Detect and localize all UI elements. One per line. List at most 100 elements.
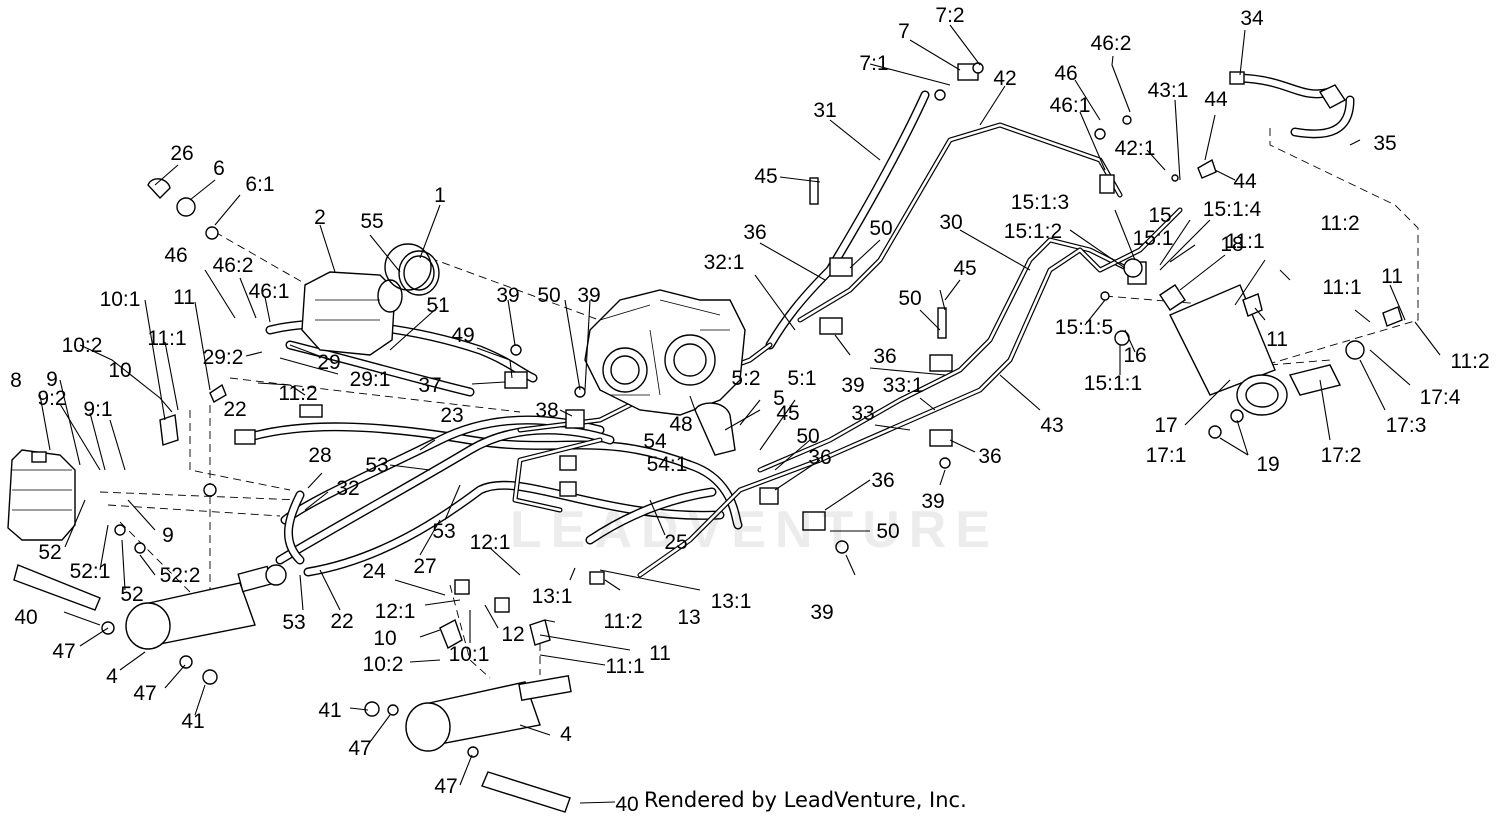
callout: 52:2 [160, 564, 201, 587]
callout: 46:2 [213, 254, 254, 277]
callout: 50 [869, 217, 892, 240]
callout: 5 [773, 387, 785, 410]
callout: 12 [501, 623, 524, 646]
callout: 41 [318, 699, 341, 722]
callout: 11:1 [605, 655, 644, 678]
callout: 17 [1154, 414, 1177, 437]
rigid-tubes [512, 122, 1183, 578]
callout: 50 [876, 520, 899, 543]
hydrostatic-transmission [584, 289, 746, 456]
callout: 11:2 [278, 382, 317, 405]
callout: 22 [223, 398, 246, 421]
callout: 29:2 [203, 346, 244, 369]
callout: 36 [873, 345, 896, 368]
callout: 46:2 [1091, 32, 1132, 55]
callout: 33 [851, 402, 874, 425]
callout: 39 [921, 490, 944, 513]
callout: 49 [451, 324, 474, 347]
callout: 10:2 [62, 334, 103, 357]
callout: 4 [106, 665, 118, 688]
callout: 8 [10, 369, 22, 392]
callout: 6 [213, 157, 225, 180]
callout: 48 [669, 413, 692, 436]
callout: 36 [871, 469, 894, 492]
callout: 35 [1373, 132, 1396, 155]
callout: 6:1 [245, 173, 274, 196]
callout: 42:1 [1115, 137, 1156, 160]
callout: 41 [181, 710, 204, 733]
callout: 27 [413, 555, 436, 578]
callout: 50 [898, 287, 921, 310]
callout: 53 [432, 520, 455, 543]
callout: 51 [426, 294, 449, 317]
callout: 15:1:2 [1004, 220, 1062, 243]
callout: 36 [978, 445, 1001, 468]
callout: 28 [308, 444, 331, 467]
callout: 10:1 [100, 288, 141, 311]
callout: 11:2 [1450, 350, 1489, 373]
callout: 52:1 [70, 560, 111, 583]
callout: 11:1 [1225, 230, 1264, 253]
callout: 10:2 [363, 653, 404, 676]
callout: 39 [496, 284, 519, 307]
callout: 39 [841, 374, 864, 397]
callout: 44 [1204, 88, 1228, 111]
callout: 46 [164, 244, 187, 267]
callout: 7:1 [859, 52, 888, 75]
callout: 11 [1381, 265, 1403, 288]
callout: 46:1 [249, 280, 290, 303]
callout: 46 [1054, 62, 1077, 85]
callout: 24 [362, 560, 386, 583]
callout: 52 [38, 541, 61, 564]
callout: 4 [560, 723, 572, 746]
callout: 10 [373, 627, 396, 650]
callout: 19 [1256, 453, 1279, 476]
callout: 22 [330, 610, 353, 633]
callout: 46:1 [1050, 94, 1091, 117]
callout: 52 [120, 583, 143, 606]
callout: 18 [1220, 233, 1243, 256]
callout: 10:1 [449, 643, 490, 666]
control-valve [7, 449, 76, 541]
callout: 11:1 [1322, 276, 1361, 299]
callout: 47 [348, 737, 371, 760]
callout: 25 [664, 531, 687, 554]
render-credit: Rendered by LeadVenture, Inc. [644, 788, 967, 812]
callout: 1 [434, 184, 446, 207]
hydraulic-pump [147, 178, 440, 356]
callout: 33:1 [883, 374, 924, 397]
callout: 7 [898, 20, 910, 43]
callout: 17:2 [1321, 444, 1362, 467]
callout: 15:1:5 [1055, 316, 1113, 339]
callout: 12:1 [470, 531, 511, 554]
callout: 32:1 [704, 251, 745, 274]
callout: 13 [677, 606, 700, 629]
callout: 11 [173, 286, 195, 309]
callout: 11 [649, 642, 671, 665]
callout: 13:1 [532, 585, 573, 608]
callout: 36 [808, 446, 831, 469]
callout: 29:1 [350, 368, 391, 391]
callout: 53 [282, 611, 305, 634]
callout: 9 [162, 524, 174, 547]
callout: 47 [52, 640, 75, 663]
callout: 13:1 [711, 590, 752, 613]
callout: 7:2 [935, 4, 964, 27]
callout: 17:1 [1146, 444, 1187, 467]
callout: 17:3 [1386, 414, 1427, 437]
fittings-and-brackets [101, 62, 1403, 758]
callout: 23 [440, 404, 463, 427]
callout: 5:1 [787, 367, 816, 390]
callout: 15:1:3 [1011, 191, 1069, 214]
callout: 11:2 [1320, 212, 1359, 235]
callout: 32 [336, 477, 359, 500]
callout: 11:2 [603, 610, 642, 633]
callout: 54 [643, 430, 667, 453]
callout: 2 [314, 206, 326, 229]
callout: 50 [537, 284, 560, 307]
callout: 43:1 [1148, 79, 1189, 102]
callout: 26 [170, 142, 193, 165]
callout: 54:1 [647, 453, 688, 476]
callout-labels: 1 2 4 4 5 5:1 5:2 6 6:1 7 7:1 7:2 8 9 9 … [10, 4, 1490, 816]
